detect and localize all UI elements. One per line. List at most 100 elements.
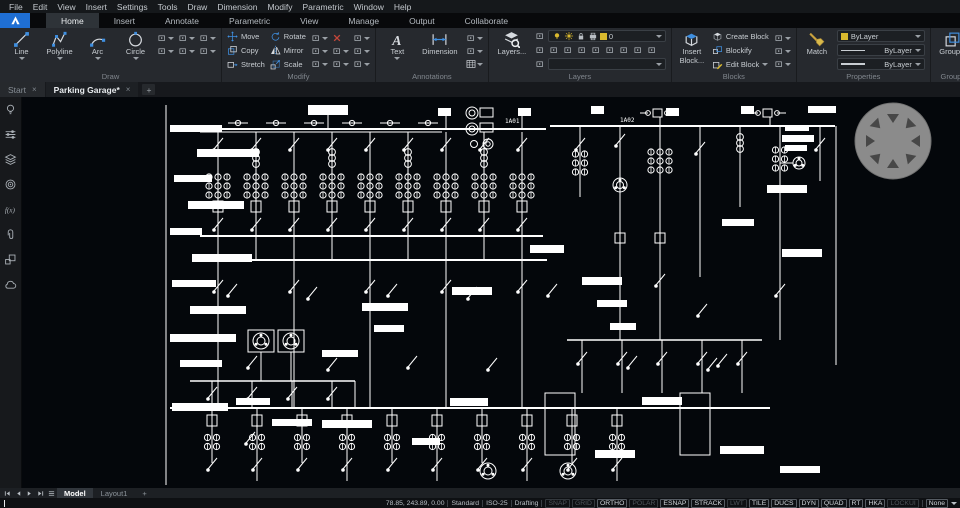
mini-tool-button[interactable]: [332, 45, 349, 57]
mini-tool-button[interactable]: [353, 58, 370, 70]
toggle-hka[interactable]: HKA: [865, 498, 886, 508]
ribbon-tab-annotate[interactable]: Annotate: [164, 15, 199, 26]
arc-tool-button[interactable]: Arc: [81, 30, 114, 60]
menu-draw[interactable]: Draw: [187, 1, 208, 12]
mini-tool-button[interactable]: [332, 58, 349, 70]
mini-tool-button[interactable]: [774, 45, 791, 57]
mini-tool-button[interactable]: [199, 32, 216, 44]
mini-tool-button[interactable]: [353, 32, 370, 44]
mini-tool-button[interactable]: [353, 45, 370, 57]
delete-button[interactable]: [332, 32, 349, 44]
sidebar-item-attachment[interactable]: [4, 228, 17, 241]
layer-state-icon[interactable]: [535, 31, 545, 41]
stretch-button[interactable]: Stretch: [227, 58, 265, 71]
layout-menu-button[interactable]: [46, 489, 56, 498]
toggle-tile[interactable]: TILE: [748, 498, 770, 508]
text-tool-button[interactable]: A Text: [381, 30, 414, 60]
layer-tool-button[interactable]: [549, 44, 559, 56]
line-tool-button[interactable]: Line: [5, 30, 38, 60]
toggle-lockui[interactable]: LOCKUI: [887, 498, 919, 508]
dimension-style-field[interactable]: ISO-25: [486, 499, 508, 507]
mini-tool-button[interactable]: [157, 32, 174, 44]
first-layout-button[interactable]: [2, 489, 12, 498]
mini-tool-button[interactable]: [774, 58, 791, 70]
sidebar-item-blocks[interactable]: [4, 253, 17, 266]
menu-insert[interactable]: Insert: [85, 1, 107, 12]
close-icon[interactable]: ×: [125, 85, 131, 94]
sidebar-item-bulb[interactable]: [4, 103, 17, 116]
new-layout-button[interactable]: +: [142, 488, 147, 498]
rotate-button[interactable]: Rotate: [270, 30, 306, 43]
menu-parametric[interactable]: Parametric: [302, 1, 344, 12]
ribbon-tab-output[interactable]: Output: [409, 15, 435, 26]
sidebar-item-sliders[interactable]: [4, 128, 17, 141]
layer-tool-button[interactable]: [591, 44, 601, 56]
sidebar-item-layers[interactable]: [4, 153, 17, 166]
create-block-button[interactable]: Create Block: [712, 30, 769, 43]
new-document-button[interactable]: +: [142, 84, 156, 95]
polyline-tool-button[interactable]: Polyline: [43, 30, 76, 60]
menu-tools[interactable]: Tools: [157, 1, 178, 12]
toggle-ducs[interactable]: DUCS: [771, 498, 797, 508]
menu-view[interactable]: View: [57, 1, 76, 12]
layers-manager-button[interactable]: Layers...: [494, 30, 530, 57]
doc-tab-start[interactable]: Start ×: [0, 82, 45, 97]
scale-button[interactable]: Scale: [270, 58, 306, 71]
mini-tool-button[interactable]: [466, 32, 483, 44]
ribbon-tab-view[interactable]: View: [300, 15, 319, 26]
mini-tool-button[interactable]: [157, 45, 174, 57]
toggle-quad[interactable]: QUAD: [820, 498, 847, 508]
match-properties-button[interactable]: Match: [802, 30, 832, 57]
layer-tool-button[interactable]: [605, 44, 615, 56]
color-select[interactable]: ByLayer: [836, 30, 925, 42]
toggle-ortho[interactable]: ORTHO: [596, 498, 628, 508]
mirror-button[interactable]: Mirror: [270, 44, 306, 57]
close-icon[interactable]: ×: [31, 85, 37, 94]
mini-tool-button[interactable]: [311, 45, 328, 57]
lineweight-select[interactable]: ByLayer: [836, 58, 925, 70]
toggle-polar[interactable]: POLAR: [629, 498, 659, 508]
ribbon-tab-insert[interactable]: Insert: [113, 15, 135, 26]
ribbon-tab-home[interactable]: Home: [46, 13, 99, 28]
status-menu-arrow-icon[interactable]: [951, 501, 957, 505]
menu-modify[interactable]: Modify: [267, 1, 293, 12]
annotation-scale-select[interactable]: None: [925, 498, 948, 508]
mini-tool-button[interactable]: [178, 45, 195, 57]
app-logo-button[interactable]: [0, 13, 30, 28]
mini-tool-button[interactable]: [466, 58, 483, 70]
move-button[interactable]: Move: [227, 30, 265, 43]
mini-tool-button[interactable]: [199, 45, 216, 57]
linetype-select[interactable]: ByLayer: [836, 44, 925, 56]
blockify-button[interactable]: Blockify: [712, 44, 769, 57]
menu-settings[interactable]: Settings: [116, 1, 148, 12]
ribbon-tab-collaborate[interactable]: Collaborate: [464, 15, 509, 26]
ribbon-tab-parametric[interactable]: Parametric: [228, 15, 271, 26]
next-layout-button[interactable]: [24, 489, 34, 498]
mini-tool-button[interactable]: [311, 58, 328, 70]
layer-select[interactable]: 0: [547, 30, 666, 42]
dimension-tool-button[interactable]: Dimension: [419, 30, 461, 57]
toggle-esnap[interactable]: ESNAP: [660, 498, 690, 508]
sidebar-item-explorer[interactable]: [4, 178, 17, 191]
layer-tool-button[interactable]: [535, 44, 545, 56]
toggle-strack[interactable]: STRACK: [691, 498, 726, 508]
copy-button[interactable]: Copy: [227, 44, 265, 57]
layer-tool-button[interactable]: [577, 44, 587, 56]
last-layout-button[interactable]: [35, 489, 45, 498]
edit-block-button[interactable]: Edit Block: [712, 58, 769, 71]
menu-help[interactable]: Help: [393, 1, 412, 12]
layer-tool-button[interactable]: [633, 44, 643, 56]
model-tab[interactable]: Model: [57, 488, 93, 498]
menu-window[interactable]: Window: [353, 1, 384, 12]
mini-tool-button[interactable]: [178, 32, 195, 44]
layout1-tab[interactable]: Layout1: [100, 488, 128, 498]
ribbon-tab-manage[interactable]: Manage: [348, 15, 380, 26]
menu-edit[interactable]: Edit: [32, 1, 48, 12]
mini-tool-button[interactable]: [774, 32, 791, 44]
doc-tab-parking-garage[interactable]: Parking Garage* ×: [45, 82, 139, 97]
current-style-field[interactable]: Standard: [451, 499, 480, 507]
sidebar-item-cloud[interactable]: [4, 278, 17, 291]
toggle-dyn[interactable]: DYN: [798, 498, 819, 508]
insert-block-button[interactable]: Insert Block...: [677, 30, 707, 65]
